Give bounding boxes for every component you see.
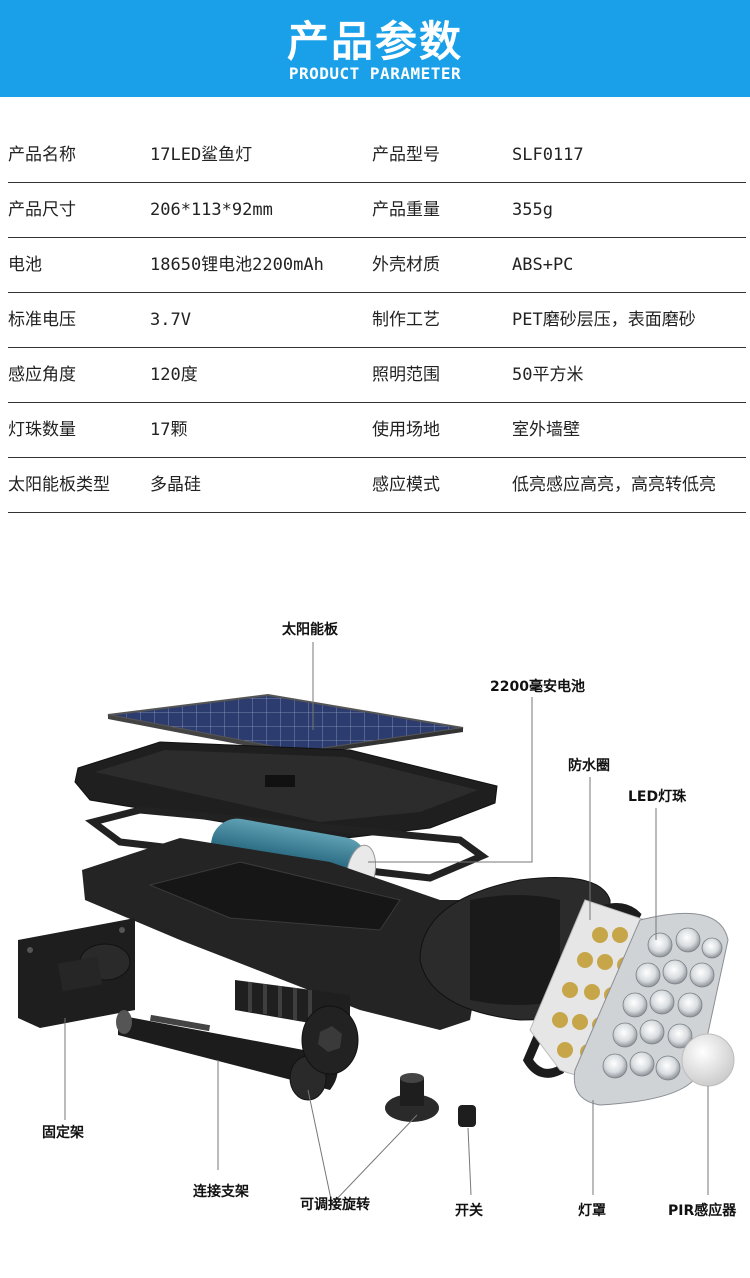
param-value: 50平方米	[512, 347, 746, 403]
param-label: 感应模式	[372, 457, 512, 513]
solar-panel-shape	[107, 693, 464, 756]
param-value: 多晶硅	[150, 457, 372, 513]
pir-dome-shape	[681, 1033, 735, 1087]
page-subtitle: PRODUCT PARAMETER	[288, 64, 462, 83]
label-battery: 2200毫安电池	[490, 679, 585, 695]
param-value: 室外墙壁	[512, 402, 746, 458]
label-adjustable-joint: 可调接旋转	[300, 1197, 370, 1213]
page-title: 产品参数	[286, 17, 463, 66]
exploded-diagram: 太阳能板 2200毫安电池 防水圈 LED灯珠 固定架 连接支架 可调接旋转 开…	[0, 600, 750, 1274]
param-label: 产品型号	[372, 128, 512, 183]
param-value: 3.7V	[150, 292, 372, 348]
label-solar-panel: 太阳能板	[282, 622, 338, 638]
label-pir-sensor: PIR感应器	[668, 1203, 737, 1219]
param-label: 照明范围	[372, 347, 512, 403]
param-label: 产品名称	[8, 128, 150, 183]
label-switch: 开关	[455, 1203, 483, 1219]
param-value: 120度	[150, 347, 372, 403]
connecting-bracket-shape	[116, 1010, 338, 1101]
label-waterproof-ring: 防水圈	[568, 758, 610, 774]
param-value: 低亮感应高亮，高亮转低亮	[512, 457, 746, 513]
mount-bracket-shape	[18, 918, 135, 1028]
param-value: 206*113*92mm	[150, 182, 372, 238]
param-value: PET磨砂层压，表面磨砂	[512, 292, 746, 348]
param-label: 灯珠数量	[8, 402, 150, 458]
label-connecting-bracket: 连接支架	[193, 1184, 249, 1200]
param-label: 外壳材质	[372, 237, 512, 293]
param-label: 太阳能板类型	[8, 457, 150, 513]
param-label: 感应角度	[8, 347, 150, 403]
param-value: ABS+PC	[512, 237, 746, 293]
param-value: 18650锂电池2200mAh	[150, 237, 372, 293]
main-body-shape	[82, 838, 611, 1030]
exploded-view-illustration	[18, 642, 735, 1206]
top-shell-shape	[74, 741, 498, 841]
param-value: 17LED鲨鱼灯	[150, 128, 372, 183]
label-led-beads: LED灯珠	[628, 789, 687, 805]
param-label: 产品尺寸	[8, 182, 150, 238]
adjustable-joint-shape	[235, 980, 359, 1075]
header-banner: 产品参数 PRODUCT PARAMETER	[0, 0, 750, 97]
param-label: 电池	[8, 237, 150, 293]
table-row: 太阳能板类型多晶硅感应模式低亮感应高亮，高亮转低亮	[8, 457, 746, 513]
param-label: 产品重量	[372, 182, 512, 238]
param-label: 制作工艺	[372, 292, 512, 348]
param-value: 17颗	[150, 402, 372, 458]
param-label: 标准电压	[8, 292, 150, 348]
label-lamp-cover: 灯罩	[578, 1203, 606, 1219]
param-label: 使用场地	[372, 402, 512, 458]
switch-shape	[385, 1073, 476, 1127]
param-value: SLF0117	[512, 128, 746, 183]
param-value: 355g	[512, 182, 746, 238]
label-mount-bracket: 固定架	[42, 1125, 84, 1141]
